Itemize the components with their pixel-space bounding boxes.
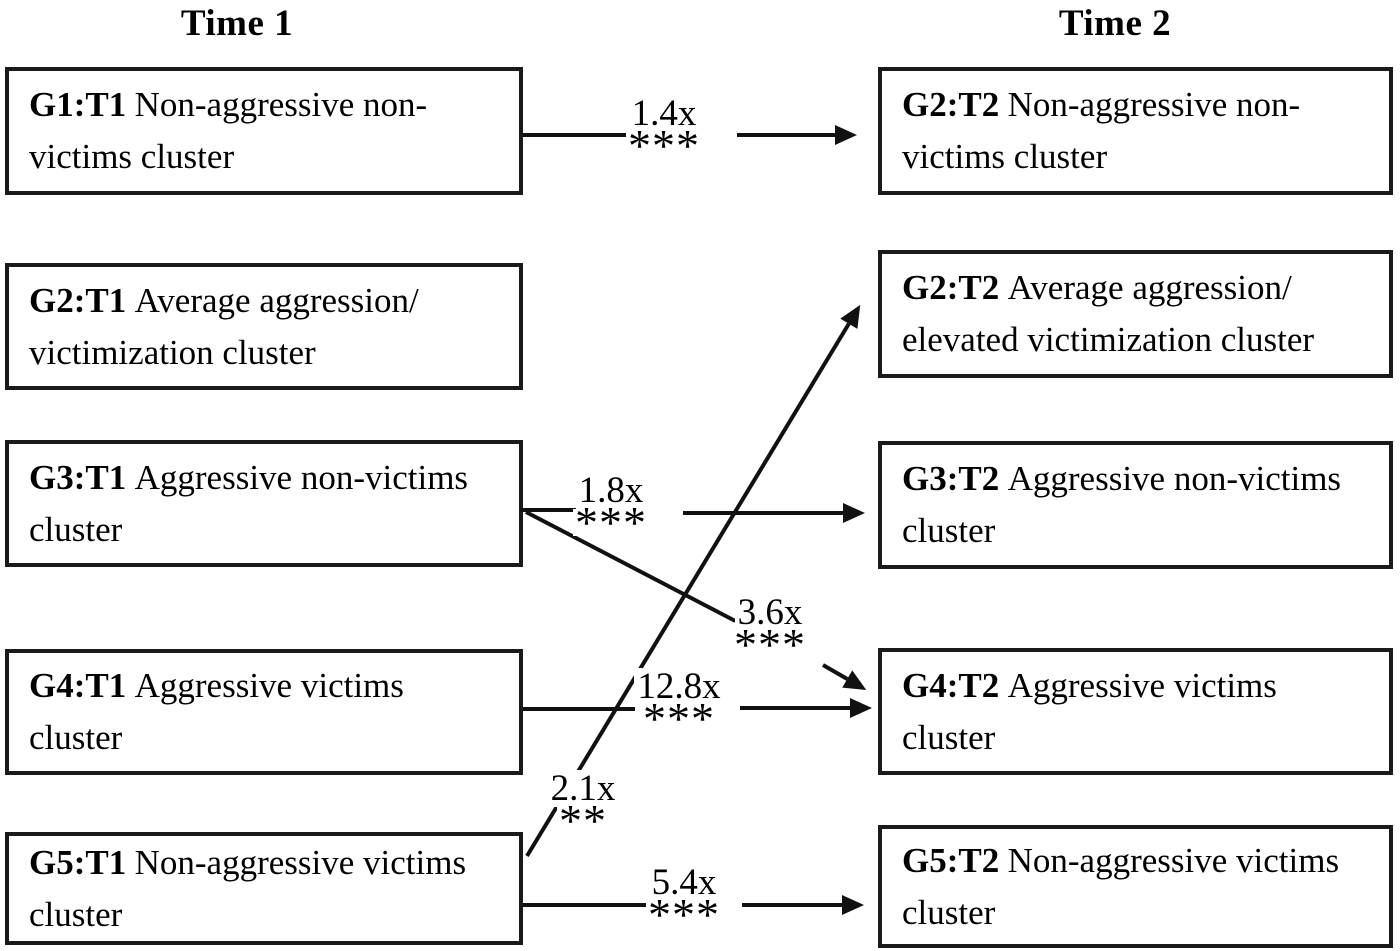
box-g3-t1-id: G3:T1 — [29, 457, 127, 497]
arrow-g3t1-to-g4t2 — [822, 663, 872, 699]
rate-value: 1.8x — [575, 472, 647, 509]
arrow-g4t1-to-g4t2 — [740, 698, 872, 718]
line-g4t1-stub — [523, 707, 635, 711]
box-g2-t1-id: G2:T1 — [29, 280, 127, 320]
rate-value: 1.4x — [628, 95, 700, 132]
transition-label-g3t1-g4t2: 3.6x *** — [700, 594, 840, 670]
significance-stars: *** — [626, 120, 702, 171]
significance-stars: *** — [573, 497, 649, 548]
time2-header: Time 2 — [1058, 3, 1172, 44]
box-g1-t1-label: Non-aggressive non- victims cluster — [29, 85, 428, 176]
box-g1-t1-id: G1:T1 — [29, 85, 127, 124]
significance-stars: ** — [557, 795, 609, 846]
box-g5-t1-id: G5:T1 — [29, 842, 127, 882]
arrowhead-icon — [835, 125, 857, 145]
arrowhead-icon — [842, 670, 872, 699]
rate-value: 2.1x — [547, 770, 619, 807]
rate-value: 5.4x — [648, 864, 720, 901]
transition-label-g5t1-g2t2: 2.1x ** — [513, 770, 653, 846]
transition-label-g3t1-g3t2: 1.8x *** — [541, 472, 681, 548]
arrowhead-icon — [850, 698, 872, 718]
arrow-g1t1-to-g2t2 — [737, 125, 857, 145]
significance-stars: *** — [646, 889, 722, 940]
box-g3-t1-label: Aggressive non-victims cluster — [29, 457, 469, 549]
box-g2-t2-nonagg-label: Non-aggressive non- victims cluster — [902, 85, 1301, 176]
rate-value: 12.8x — [634, 668, 724, 705]
box-g4-t1-id: G4:T1 — [29, 666, 127, 705]
box-g5-t1-label: Non-aggressive victims cluster — [29, 842, 467, 934]
line-g3t1-stub — [520, 508, 578, 512]
arrowhead-icon — [842, 895, 864, 915]
box-g3-t2-label: Aggressive non-victims cluster — [902, 459, 1342, 550]
box-g2-t1-label: Average aggression/ victimization cluste… — [29, 280, 419, 372]
box-g2-t2-average-label: Average aggression/ elevated victimizati… — [902, 268, 1315, 359]
time1-header: Time 1 — [180, 3, 294, 44]
line-g5t1-stub — [523, 903, 648, 907]
box-g4-t1-label: Aggressive victims cluster — [29, 666, 404, 757]
transition-label-g5t1-g5t2: 5.4x *** — [614, 864, 754, 940]
box-g4-t2-label: Aggressive victims cluster — [902, 665, 1277, 757]
arrow-g5t1-to-g5t2 — [742, 895, 864, 915]
arrow-g3t1-to-g3t2 — [683, 503, 865, 523]
significance-stars: *** — [732, 619, 808, 670]
box-g2-t2-nonagg-id: G2:T2 — [902, 85, 1000, 124]
transition-label-g1t1-g2t2: 1.4x *** — [594, 95, 734, 171]
box-g5-t2-id: G5:T2 — [902, 840, 1000, 880]
box-g3-t2-id: G3:T2 — [902, 459, 1000, 498]
line-g1t1-stub — [523, 133, 633, 137]
arrowhead-icon — [843, 503, 865, 523]
box-g4-t2-id: G4:T2 — [902, 665, 1000, 705]
arrowhead-icon — [840, 299, 869, 329]
significance-stars: *** — [641, 693, 717, 744]
box-g5-t2-label: Non-aggressive victims cluster — [902, 840, 1340, 932]
rate-value: 3.6x — [734, 594, 806, 631]
box-g2-t2-average-id: G2:T2 — [902, 268, 1000, 307]
transition-label-g4t1-g4t2: 12.8x *** — [609, 668, 749, 744]
